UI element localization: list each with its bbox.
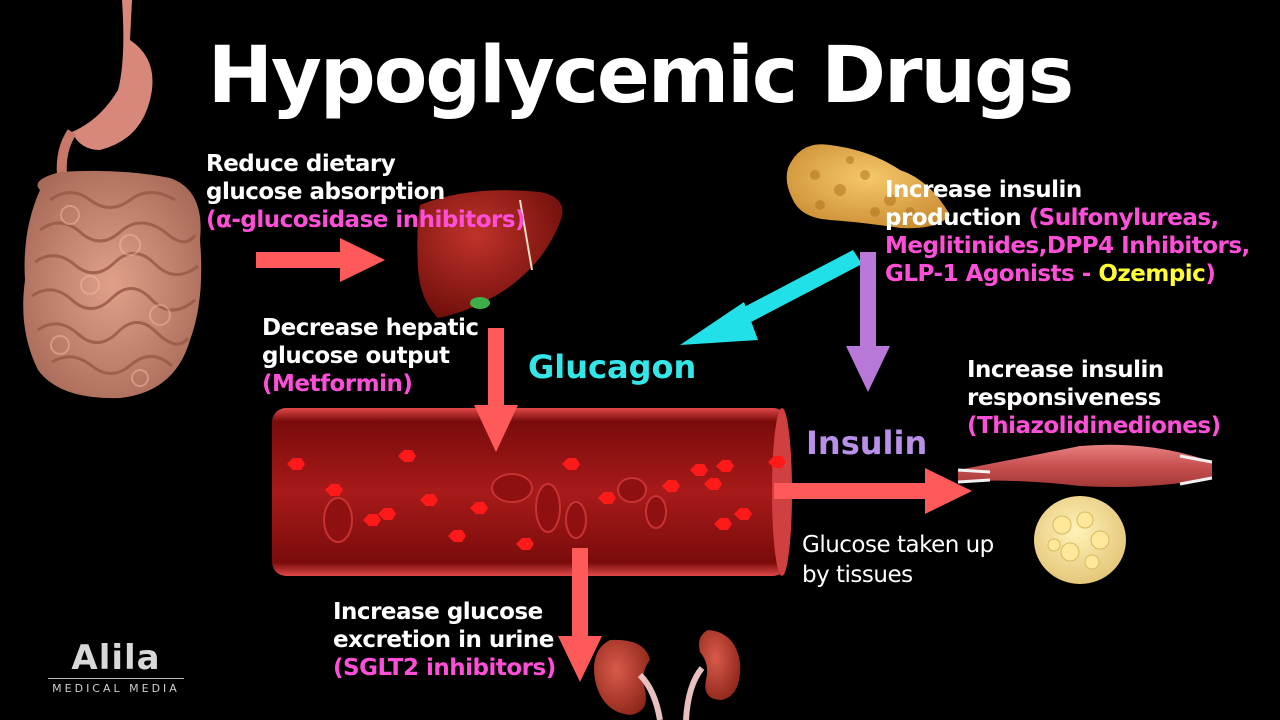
label-insulin-production: Increase insulin production (Sulfonylure… xyxy=(885,176,1250,288)
logo-name: Alila xyxy=(46,640,186,676)
label-line: Decrease hepatic xyxy=(262,314,479,342)
label-line: Increase glucose xyxy=(333,598,556,626)
label-line: responsiveness xyxy=(967,384,1221,412)
label-line: Reduce dietary xyxy=(206,150,525,178)
label-tissue-uptake: Glucose taken up by tissues xyxy=(802,530,994,590)
label-line: Increase insulin xyxy=(967,356,1221,384)
insulin-label: Insulin xyxy=(806,424,927,462)
drug-name: Meglitinides,DPP4 Inhibitors, xyxy=(885,232,1250,260)
label-hepatic-output: Decrease hepatic glucose output (Metform… xyxy=(262,314,479,398)
drug-name: (Thiazolidinediones) xyxy=(967,412,1221,440)
page-title: Hypoglycemic Drugs xyxy=(0,28,1280,124)
fat-cell-icon xyxy=(1034,496,1126,584)
label-dietary-absorption: Reduce dietary glucose absorption (α-glu… xyxy=(206,150,525,234)
label-line: Increase insulin xyxy=(885,176,1250,204)
label-line: Glucose taken up xyxy=(802,530,994,560)
blood-vessel-icon xyxy=(272,408,792,576)
drug-name: (Sulfonylureas, xyxy=(1029,205,1219,231)
label-glucose-excretion: Increase glucose excretion in urine (SGL… xyxy=(333,598,556,682)
logo-divider xyxy=(48,678,184,679)
label-line: excretion in urine xyxy=(333,626,556,654)
highlight-drug: Ozempic xyxy=(1098,261,1205,287)
kidney-icon xyxy=(594,630,740,720)
drug-name: (Metformin) xyxy=(262,370,479,398)
label-line: production (Sulfonylureas, xyxy=(885,204,1250,232)
label-line: GLP-1 Agonists - Ozempic) xyxy=(885,260,1250,288)
drug-name: (SGLT2 inhibitors) xyxy=(333,654,556,682)
muscle-icon xyxy=(958,445,1212,487)
arrow-pancreas-glucagon xyxy=(680,250,862,345)
label-line: glucose absorption xyxy=(206,178,525,206)
arrow-intestine-to-liver xyxy=(256,238,385,282)
label-line: glucose output xyxy=(262,342,479,370)
arrow-blood-to-tissues xyxy=(774,468,972,514)
logo-subtitle: MEDICAL MEDIA xyxy=(46,682,186,695)
arrow-pancreas-insulin xyxy=(846,252,890,392)
drug-name: ) xyxy=(1205,261,1215,287)
drug-name: (α-glucosidase inhibitors) xyxy=(206,206,525,234)
glucagon-label: Glucagon xyxy=(528,348,696,386)
intestine-icon xyxy=(23,171,201,398)
label-insulin-responsiveness: Increase insulin responsiveness (Thiazol… xyxy=(967,356,1221,440)
label-text: production xyxy=(885,205,1029,231)
brand-logo: Alila MEDICAL MEDIA xyxy=(46,640,186,695)
drug-name: GLP-1 Agonists - xyxy=(885,261,1098,287)
label-line: by tissues xyxy=(802,560,994,590)
